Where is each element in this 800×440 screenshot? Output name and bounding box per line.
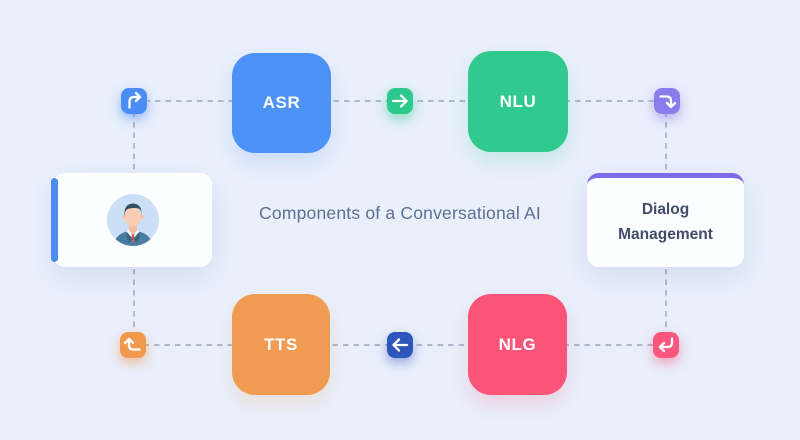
turn-left-up-arrow-icon xyxy=(120,332,146,358)
node-nlg: NLG xyxy=(468,294,567,395)
node-nlg-label: NLG xyxy=(498,334,537,354)
diagram-title: Components of a Conversational AI xyxy=(259,203,541,223)
node-nlu-label: NLU xyxy=(499,91,537,111)
left-arrow-icon xyxy=(387,332,413,358)
node-asr: ASR xyxy=(232,53,331,153)
node-dialog-management-label: Dialog Management xyxy=(618,201,713,243)
node-tts-label: TTS xyxy=(264,334,298,354)
user-card-accent-bar xyxy=(51,178,58,262)
turn-up-right-arrow-icon xyxy=(121,88,147,114)
user-avatar-icon xyxy=(106,194,159,246)
node-nlu: NLU xyxy=(468,51,568,152)
node-asr-label: ASR xyxy=(262,93,301,112)
right-arrow-icon xyxy=(387,88,413,114)
return-down-left-arrow-icon xyxy=(653,332,679,358)
turn-right-down-arrow-icon xyxy=(654,88,680,114)
node-dialog-management: Dialog Management xyxy=(587,173,744,267)
node-tts: TTS xyxy=(232,294,330,395)
user-node xyxy=(51,173,212,267)
